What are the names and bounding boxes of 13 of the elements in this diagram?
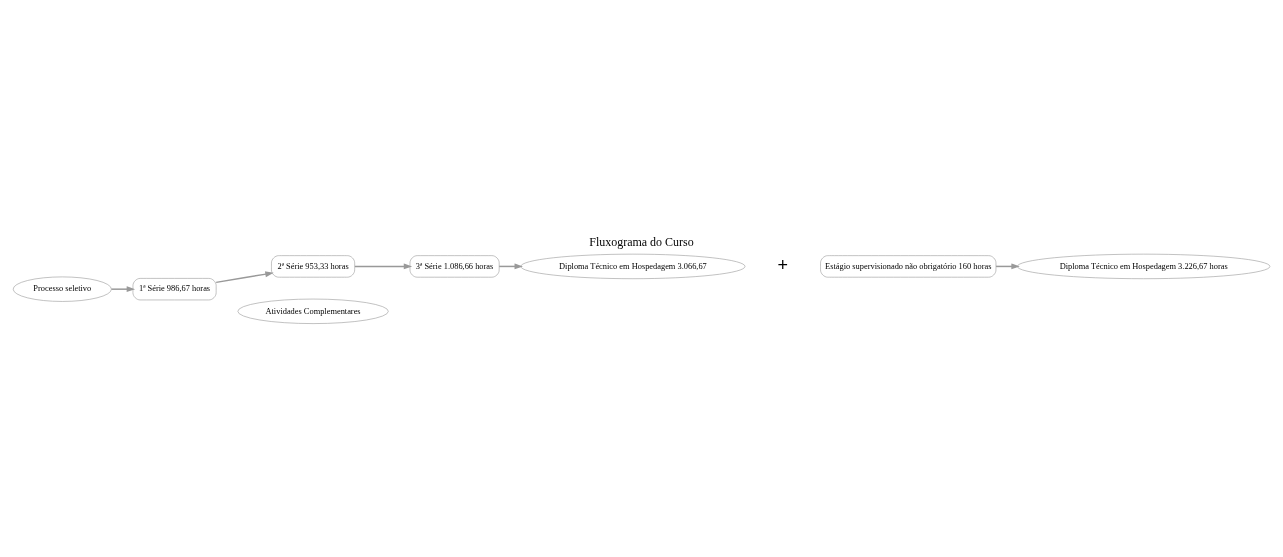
node-ellipse: Processo seletivo	[12, 276, 112, 302]
node-ellipse: Diploma Técnico em Hospedagem 3.226,67 horas	[1017, 253, 1271, 279]
node-box: 3ª Série 1.086,66 horas	[409, 254, 500, 277]
node-box: 2ª Série 953,33 horas	[271, 254, 355, 277]
arrow	[354, 263, 413, 269]
arrow	[110, 285, 136, 292]
label: +	[777, 254, 789, 275]
node-ellipse: Atividades Complementares	[237, 298, 389, 324]
node-ellipse: Diploma Técnico em Hospedagem 3.066,67	[520, 253, 746, 279]
node-box: 1ª Série 986,67 horas	[132, 277, 217, 300]
node-box: Estágio supervisionado não obrigatório 160 horas	[820, 254, 997, 277]
diagram-title: Fluxograma do Curso	[589, 234, 694, 249]
arrow	[215, 270, 274, 283]
